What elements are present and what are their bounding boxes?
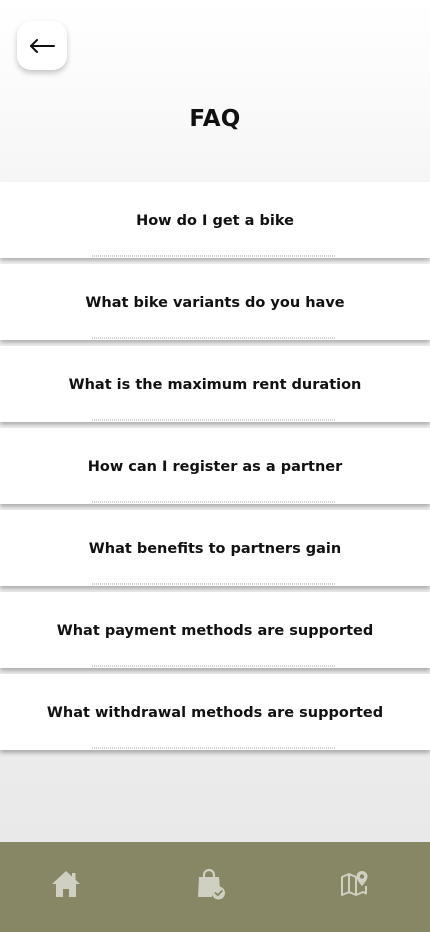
faq-answer-hint bbox=[92, 583, 336, 585]
home-icon bbox=[50, 868, 82, 904]
faq-question: How can I register as a partner bbox=[87, 458, 343, 475]
faq-item[interactable]: What withdrawal methods are supported bbox=[0, 674, 430, 750]
arrow-left-icon bbox=[29, 38, 55, 53]
faq-answer-hint bbox=[92, 419, 336, 421]
faq-answer-hint bbox=[92, 665, 336, 667]
faq-list: How do I get a bike What bike variants d… bbox=[0, 182, 430, 756]
faq-item[interactable]: How can I register as a partner bbox=[0, 428, 430, 504]
faq-answer-hint bbox=[92, 337, 336, 339]
faq-answer-hint bbox=[92, 255, 336, 257]
nav-map-button[interactable] bbox=[337, 868, 373, 904]
bottom-nav bbox=[0, 842, 430, 932]
faq-question: What bike variants do you have bbox=[85, 294, 345, 311]
faq-question: How do I get a bike bbox=[136, 212, 294, 229]
shopping-bag-check-icon bbox=[193, 867, 227, 905]
faq-answer-hint bbox=[92, 747, 336, 749]
faq-answer-hint bbox=[92, 501, 336, 503]
faq-item[interactable]: What benefits to partners gain bbox=[0, 510, 430, 586]
faq-question: What payment methods are supported bbox=[56, 622, 374, 639]
faq-question: What benefits to partners gain bbox=[88, 540, 342, 557]
nav-orders-button[interactable] bbox=[192, 868, 228, 904]
faq-item[interactable]: What is the maximum rent duration bbox=[0, 346, 430, 422]
faq-item[interactable]: How do I get a bike bbox=[0, 182, 430, 258]
faq-question: What withdrawal methods are supported bbox=[46, 704, 384, 721]
back-button[interactable] bbox=[17, 21, 67, 70]
faq-item[interactable]: What payment methods are supported bbox=[0, 592, 430, 668]
faq-item[interactable]: What bike variants do you have bbox=[0, 264, 430, 340]
page-title: FAQ bbox=[189, 106, 241, 132]
map-pin-icon bbox=[339, 868, 371, 904]
faq-question: What is the maximum rent duration bbox=[68, 376, 362, 393]
nav-home-button[interactable] bbox=[48, 868, 84, 904]
